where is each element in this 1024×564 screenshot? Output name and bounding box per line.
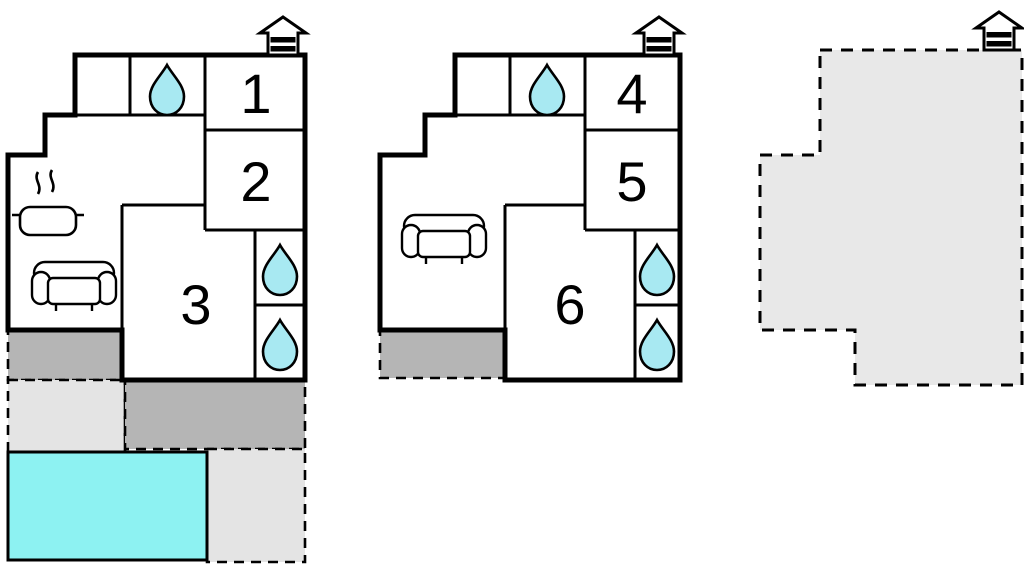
plot-boundary bbox=[758, 48, 1024, 387]
interior-walls bbox=[455, 55, 680, 380]
terrace-dark-middle bbox=[378, 328, 507, 380]
room-label-4: 4 bbox=[616, 62, 647, 125]
terrace-dark-upper-left bbox=[6, 328, 124, 382]
room-label-6: 6 bbox=[554, 273, 585, 336]
stove-pot-icon bbox=[12, 169, 84, 237]
swimming-pool bbox=[6, 450, 209, 562]
building-middle: 4 5 6 bbox=[377, 15, 684, 383]
plot-outline-right bbox=[758, 10, 1024, 387]
chimney-vent-icon bbox=[974, 10, 1024, 52]
room-label-1: 1 bbox=[240, 62, 271, 125]
room-label-3: 3 bbox=[180, 273, 211, 336]
interior-walls bbox=[75, 55, 305, 380]
room-label-2: 2 bbox=[240, 150, 271, 213]
room-label-5: 5 bbox=[616, 150, 647, 213]
terrace-light-left bbox=[6, 378, 127, 454]
terrace-dark-lower bbox=[123, 378, 307, 451]
chimney-vent-icon bbox=[258, 15, 308, 57]
chimney-vent-icon bbox=[634, 15, 684, 57]
sofa-icon bbox=[400, 213, 488, 266]
sofa-icon bbox=[30, 260, 118, 313]
terrace-light-lower-right bbox=[205, 447, 307, 564]
exterior-wall bbox=[377, 52, 683, 383]
building-left: 1 2 3 bbox=[5, 15, 308, 564]
